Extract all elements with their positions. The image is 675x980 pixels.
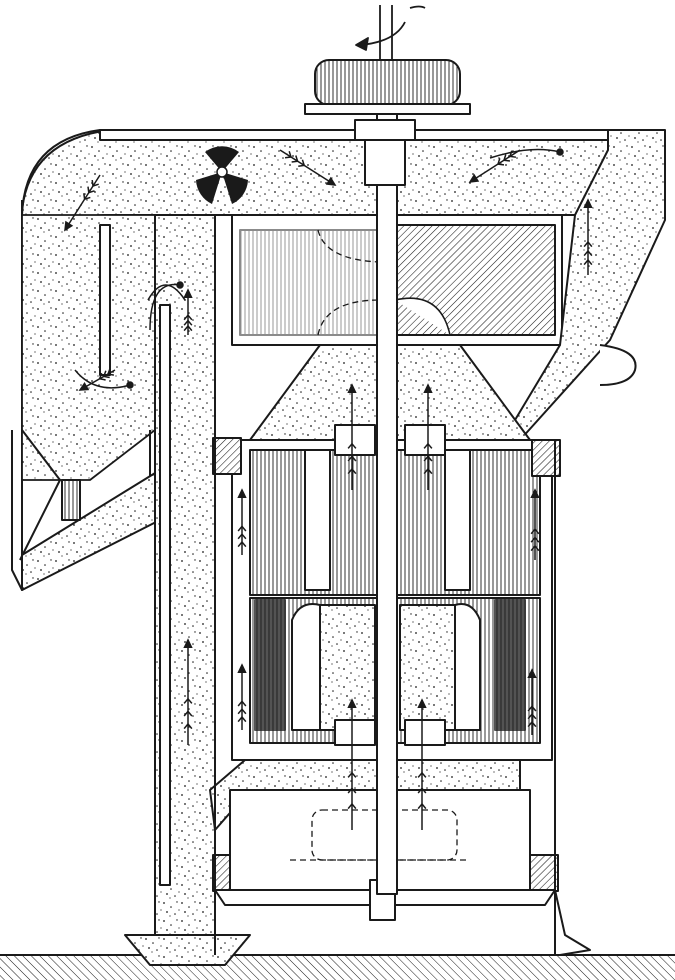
airflow-arrow-icon [489, 148, 564, 159]
airflow-arrow-icon [417, 698, 427, 830]
vertical-riser-duct [147, 214, 216, 956]
airflow-arrow-icon [468, 149, 521, 183]
airflow-arrow-icon [583, 198, 593, 275]
airflow-arrow-icon [530, 488, 540, 560]
outlet-hopper [124, 934, 251, 966]
airflow-arrow-icon [237, 663, 247, 730]
floor [0, 955, 675, 980]
airflow-arrow-icon [149, 281, 184, 331]
airflow-arrow-icon [423, 383, 433, 490]
base-plate [214, 879, 591, 956]
airflow-arrow-icon [237, 488, 247, 555]
airflow-arrow-icon [74, 369, 134, 389]
collecting-trough [209, 759, 531, 896]
bracket-left-upper [212, 437, 242, 475]
left-separator-chamber [11, 214, 161, 591]
right-return-duct [514, 129, 666, 441]
bracket-right-lower [529, 854, 559, 892]
airflow-arrow-icon [347, 383, 357, 490]
rotation-arrow-icon [355, 5, 426, 60]
airflow-arrow-icon [183, 288, 193, 335]
airflow-arrow-icon [279, 149, 337, 186]
central-shaft [354, 113, 416, 895]
airflow-arrows [64, 148, 593, 830]
airflow-arrow-icon [64, 174, 101, 232]
airflow-arrow-icon [347, 698, 357, 830]
airflow-arrow-icon [183, 638, 193, 745]
airflow-arrow-icon [527, 668, 537, 735]
airflow-arrow-icon [78, 368, 116, 391]
fan-icon [196, 146, 248, 204]
drive-pulley [304, 59, 471, 115]
